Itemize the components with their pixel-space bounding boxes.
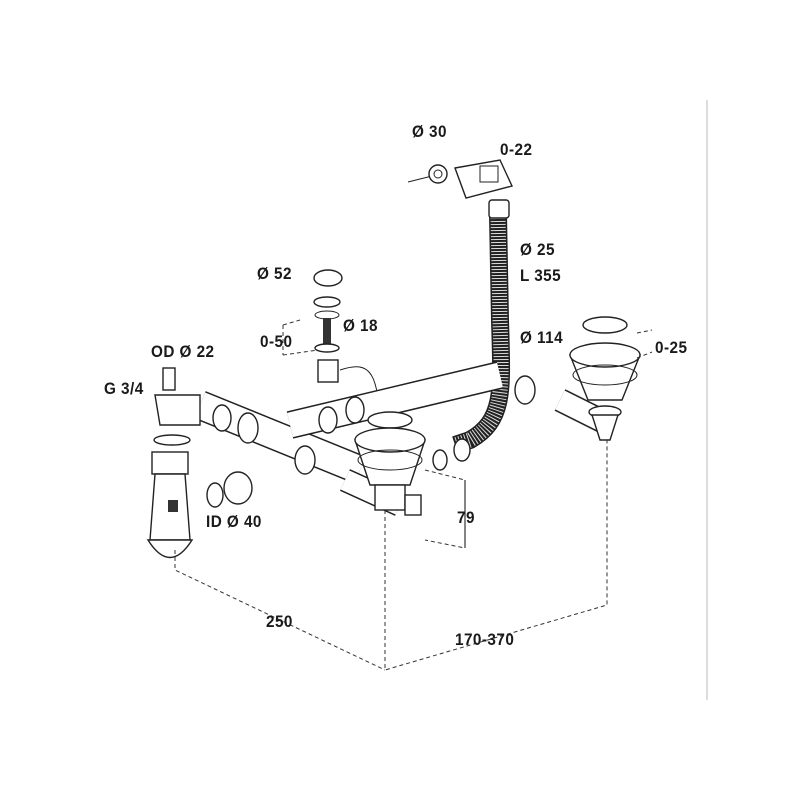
label-strainer-range: 0-25 [655, 338, 688, 357]
pipes [194, 361, 616, 516]
label-overflow-diameter: Ø 30 [412, 122, 447, 141]
label-outlet-od: OD Ø 22 [151, 342, 215, 361]
label-width-left: 250 [266, 612, 293, 631]
label-strainer-diameter: Ø 114 [520, 328, 564, 347]
bottle-trap [146, 367, 253, 558]
overflow-assembly [407, 159, 513, 199]
left-strainer [354, 411, 426, 516]
label-thread: G 3/4 [104, 379, 144, 398]
label-rod-range: 0-50 [260, 332, 293, 351]
label-height: 79 [457, 508, 475, 527]
label-rod-diameter: Ø 18 [343, 316, 378, 335]
label-knob-diameter: Ø 52 [257, 264, 292, 283]
right-strainer [568, 316, 653, 441]
remote-knob-assembly [282, 269, 381, 441]
label-hose-diameter: Ø 25 [520, 240, 555, 259]
label-hose-length: L 355 [520, 266, 562, 285]
label-pipe-id: ID Ø 40 [206, 512, 262, 531]
label-overflow-range: 0-22 [500, 140, 533, 159]
dimension-lines [174, 440, 608, 671]
label-width-right: 170-370 [455, 630, 515, 649]
